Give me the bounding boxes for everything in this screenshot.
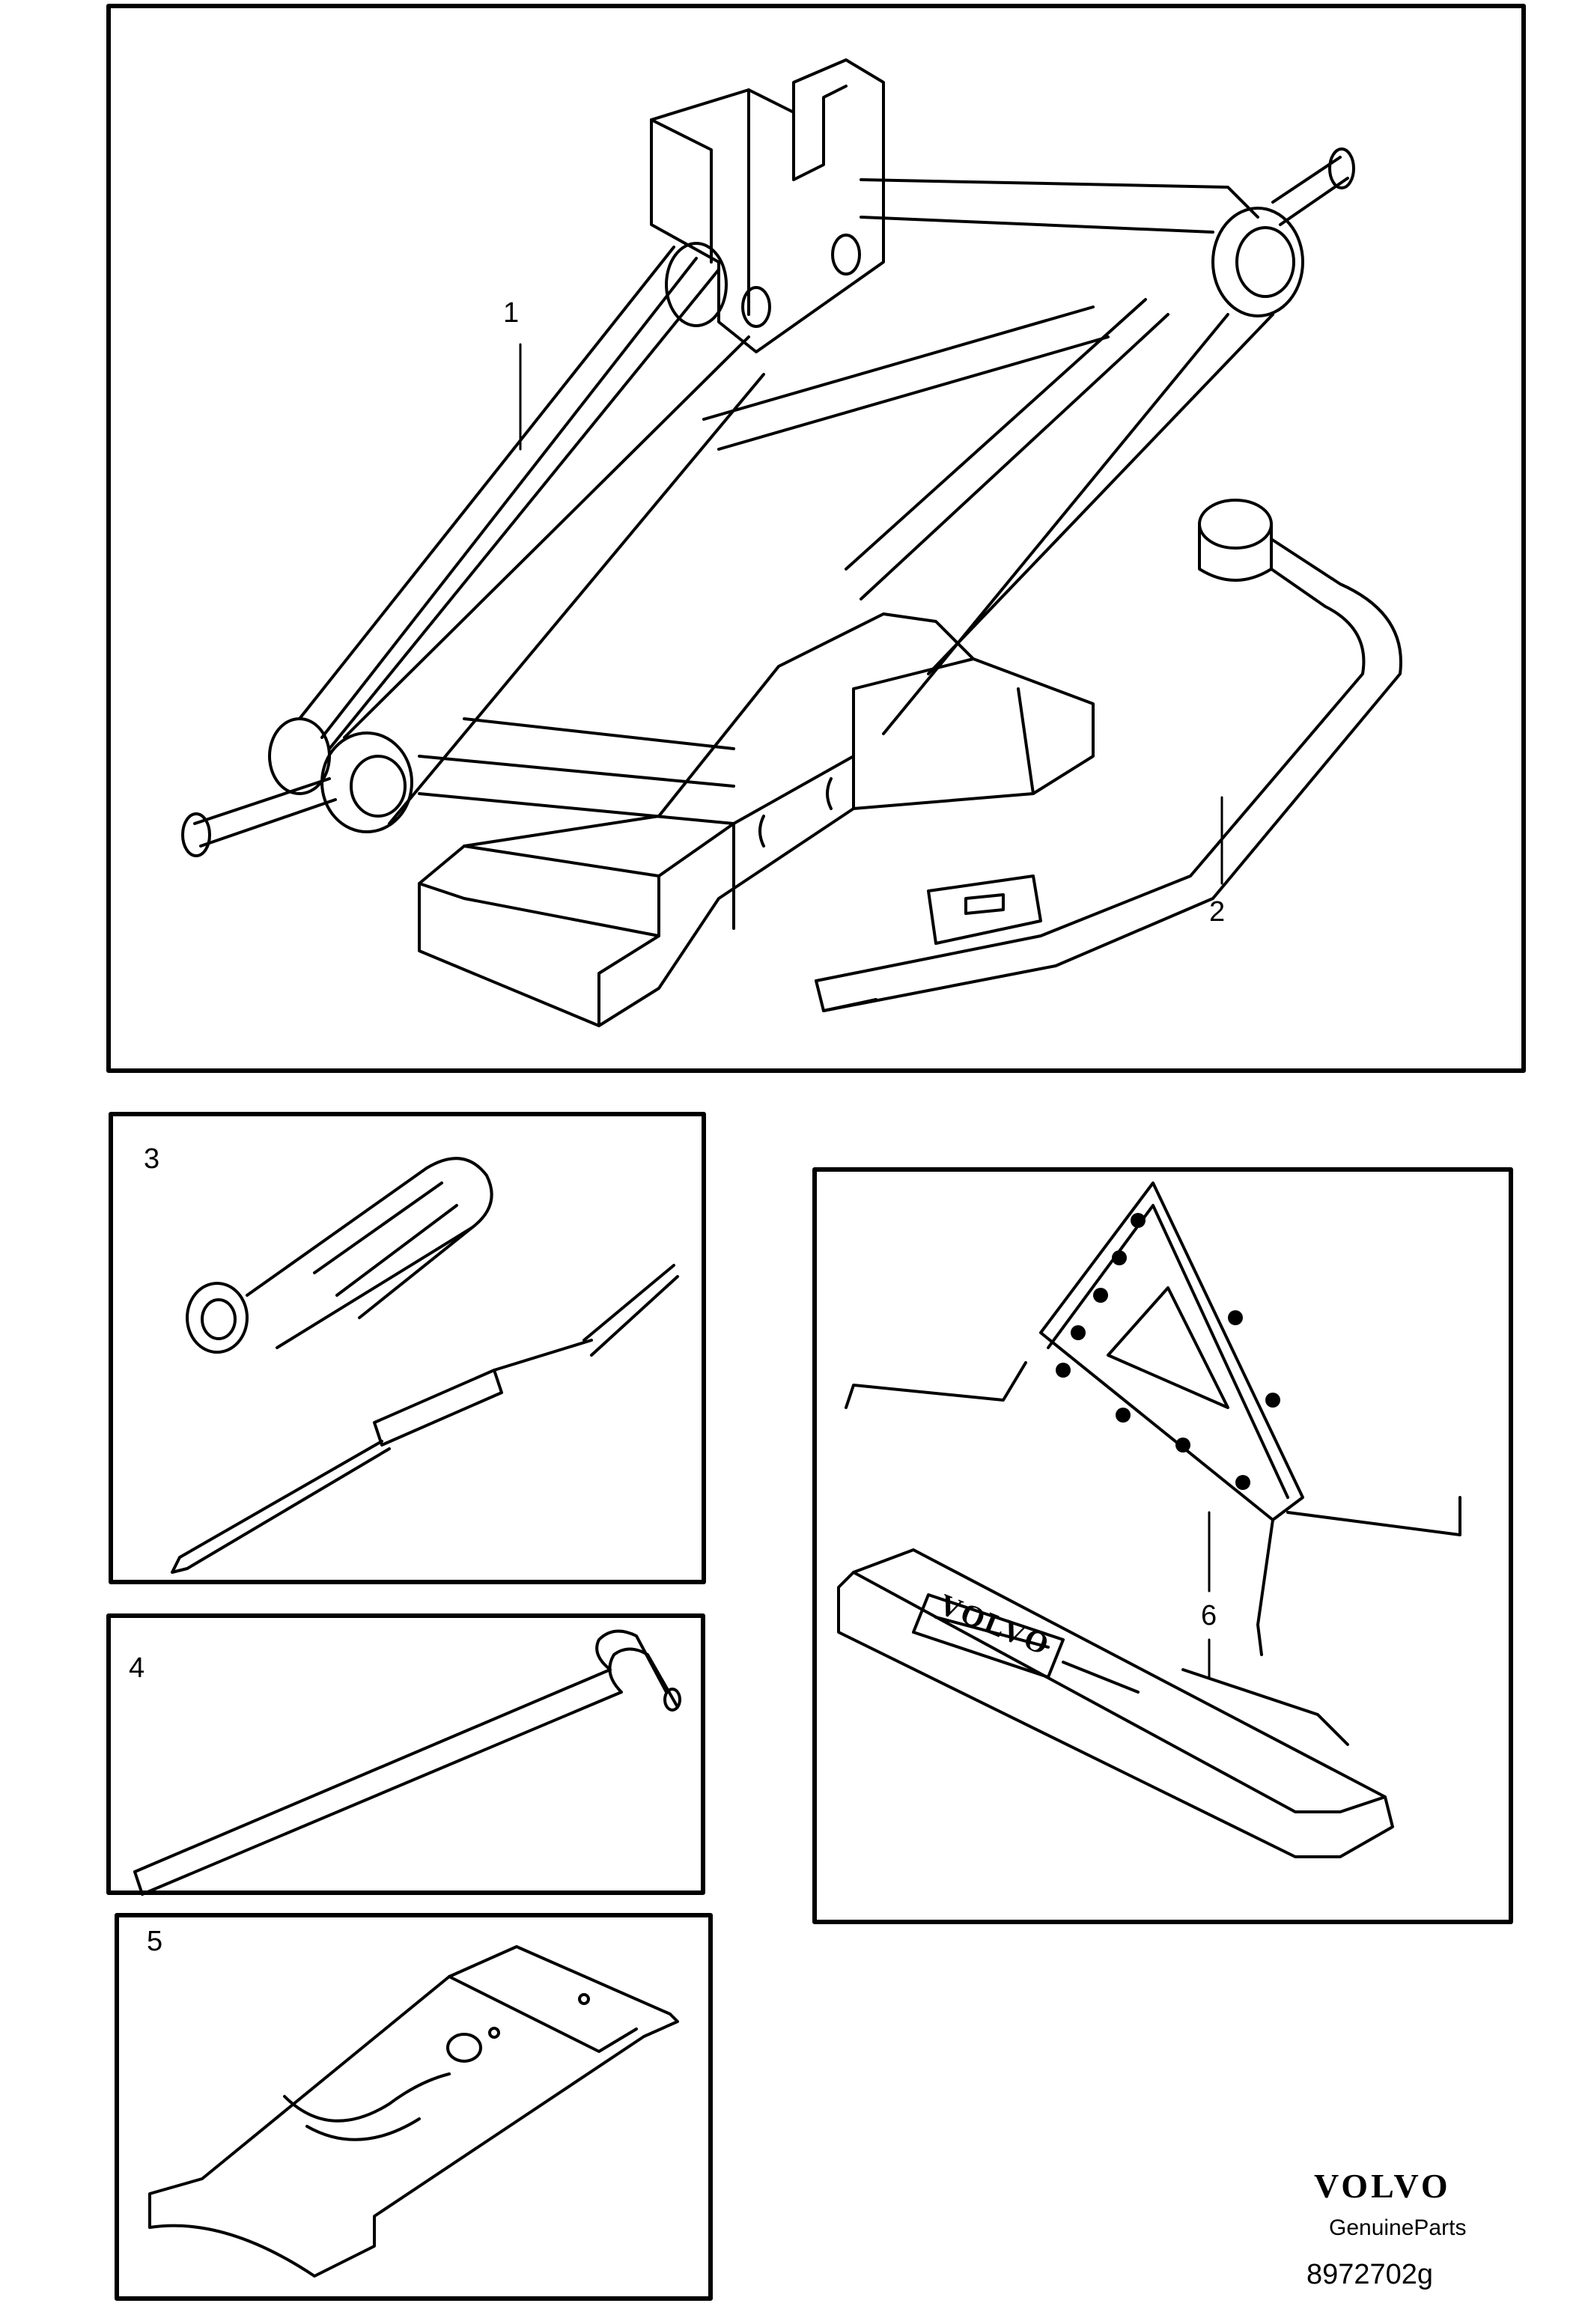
triangle-case-stamp: VOLVO bbox=[934, 1587, 1056, 1662]
reflector-dots bbox=[1056, 1213, 1280, 1490]
callout-1: 1 bbox=[503, 297, 519, 329]
panel-frame-triangle bbox=[812, 1167, 1513, 1924]
callout-6: 6 bbox=[1201, 1600, 1217, 1631]
callout-2: 2 bbox=[1209, 896, 1225, 928]
callout-3: 3 bbox=[144, 1143, 159, 1175]
scissor-jack-illustration bbox=[181, 58, 1355, 1027]
callout-4: 4 bbox=[129, 1652, 145, 1684]
warning-triangle-illustration bbox=[837, 1181, 1461, 1858]
panel-frame-bag bbox=[115, 1913, 713, 2301]
panel-frame-hook bbox=[106, 1613, 705, 1895]
wheel-wrench-illustration bbox=[815, 499, 1402, 1012]
panel-frame-jack bbox=[106, 4, 1526, 1073]
towing-hook-illustration bbox=[133, 1629, 681, 1896]
tool-bag-illustration bbox=[148, 1945, 679, 2278]
brand-subtitle: GenuineParts bbox=[1329, 2215, 1466, 2240]
screwdriver-illustration bbox=[171, 1157, 679, 1574]
brand-logo-word: VOLVO bbox=[1314, 2167, 1451, 2205]
callout-5: 5 bbox=[147, 1926, 162, 1957]
document-number: 8972702g bbox=[1306, 2259, 1433, 2290]
panel-frame-screwdriver bbox=[109, 1112, 706, 1584]
